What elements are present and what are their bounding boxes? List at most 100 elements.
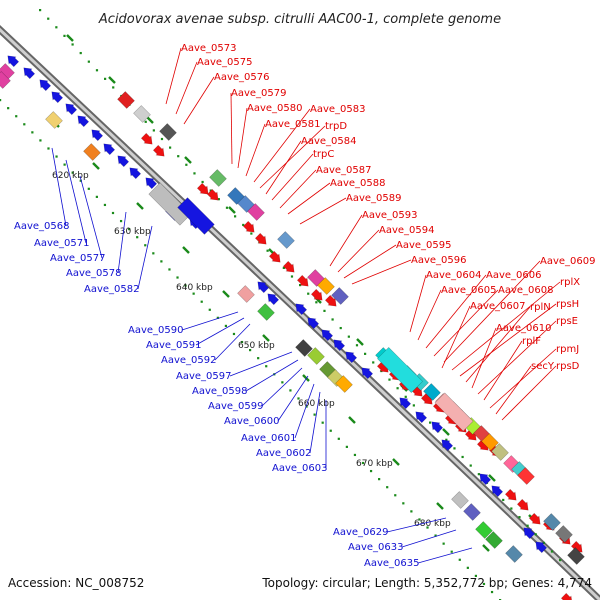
gene-label-rpsd[interactable]: rpsD [556,361,580,372]
reverse-gene-arrow [295,303,308,316]
reverse-gene-arrow [267,293,280,306]
inner-tick [208,308,211,311]
gene-label-aave-0609[interactable]: Aave_0609 [540,256,596,267]
gene-label-aave-0584[interactable]: Aave_0584 [301,136,357,147]
gene-label-aave-0603[interactable]: Aave_0603 [272,463,328,474]
gene-label-aave-0591[interactable]: Aave_0591 [146,340,202,351]
gene-label-rplx[interactable]: rplX [560,277,580,288]
forward-gene-arrow [282,260,295,273]
gene-label-aave-0582[interactable]: Aave_0582 [84,284,140,295]
major-tick [488,474,496,482]
gene-label-aave-0601[interactable]: Aave_0601 [241,433,297,444]
gene-label-aave-0598[interactable]: Aave_0598 [192,386,248,397]
major-tick [436,502,444,510]
gene-label-aave-0575[interactable]: Aave_0575 [197,57,253,68]
outer-tick [79,51,82,55]
gene-label-aave-0594[interactable]: Aave_0594 [379,225,435,236]
forward-gene-block [377,347,423,393]
major-tick [302,374,310,382]
gene-label-rpse[interactable]: rpsE [556,316,578,327]
outer-tick [242,223,245,227]
gene-label-aave-0592[interactable]: Aave_0592 [161,355,217,366]
gene-label-leader [337,229,380,273]
gene-label-leader [401,529,457,548]
gene-label-aave-0607[interactable]: Aave_0607 [470,301,526,312]
inner-tick [240,340,244,344]
gene-label-leader [181,311,239,331]
gene-label-aave-0608[interactable]: Aave_0608 [498,285,554,296]
gene-label-leader [451,281,561,371]
inner-tick [39,139,42,142]
inner-tick [361,461,365,465]
gene-label-aave-0600[interactable]: Aave_0600 [224,416,280,427]
outer-tick [217,198,220,201]
gene-label-aave-0588[interactable]: Aave_0588 [330,178,386,189]
gene-label-aave-0610[interactable]: Aave_0610 [496,323,552,334]
forward-gene-arrow [516,498,529,511]
gene-label-leader [386,517,447,533]
gene-label-aave-0635[interactable]: Aave_0635 [364,558,420,569]
gene-label-aave-0580[interactable]: Aave_0580 [247,103,303,114]
forward-gene-labels: Aave_0573Aave_0575Aave_0576Aave_0579Aave… [165,43,596,421]
gene-label-aave-0581[interactable]: Aave_0581 [265,119,321,130]
outer-tick [372,361,375,364]
outer-tick [71,43,74,46]
gene-label-aave-0593[interactable]: Aave_0593 [362,210,418,221]
gene-label-aave-0576[interactable]: Aave_0576 [214,72,270,83]
reverse-gene-labels: Aave_0568Aave_0571Aave_0577Aave_0578Aave… [14,147,473,569]
gene-label-aave-0571[interactable]: Aave_0571 [34,238,90,249]
gene-label-aave-0596[interactable]: Aave_0596 [411,255,467,266]
gene-label-aave-0568[interactable]: Aave_0568 [14,221,70,232]
gene-label-rpln[interactable]: rplN [530,302,551,313]
scale-label: 680 kbp [414,519,451,529]
scale-label: 650 kbp [238,341,275,351]
gene-label-secy[interactable]: secY [531,361,555,372]
gene-label-aave-0633[interactable]: Aave_0633 [348,542,404,553]
gene-label-aave-0599[interactable]: Aave_0599 [208,401,264,412]
gene-label-aave-0595[interactable]: Aave_0595 [396,240,452,251]
inner-tick [7,107,10,110]
gene-label-leader [441,305,471,369]
gene-label-aave-0590[interactable]: Aave_0590 [128,325,184,336]
gene-label-aave-0577[interactable]: Aave_0577 [50,253,106,264]
gene-label-aave-0605[interactable]: Aave_0605 [441,285,497,296]
gene-label-aave-0587[interactable]: Aave_0587 [316,165,372,176]
inner-tick [111,211,115,215]
gene-label-trpd[interactable]: trpD [325,121,347,132]
gene-label-aave-0606[interactable]: Aave_0606 [486,270,542,281]
gene-label-leader [245,359,299,392]
reverse-gene-arrow [307,317,320,330]
gene-label-aave-0578[interactable]: Aave_0578 [66,268,122,279]
gene-label-aave-0602[interactable]: Aave_0602 [256,448,312,459]
gene-label-leader [351,259,412,285]
reverse-gene-block [295,339,313,357]
gene-label-trpc[interactable]: trpC [313,149,334,160]
gene-label-aave-0604[interactable]: Aave_0604 [426,270,482,281]
outer-tick [47,17,50,20]
reverse-gene-arrow [117,155,130,168]
reverse-gene-block [505,545,523,563]
inner-tick [31,131,34,134]
forward-gene-block [491,443,509,461]
gene-label-leader [253,108,311,183]
gene-label-aave-0589[interactable]: Aave_0589 [346,193,402,204]
gene-label-rpsh[interactable]: rpsH [556,299,579,310]
reverse-gene-block [475,521,493,539]
gene-label-leader [261,367,303,407]
gene-label-leader [279,169,317,209]
forward-gene-arrow [560,592,573,600]
gene-label-aave-0583[interactable]: Aave_0583 [310,104,366,115]
reverse-gene-block [83,143,101,161]
gene-label-aave-0629[interactable]: Aave_0629 [333,527,389,538]
gene-label-rplf[interactable]: rplF [522,336,541,347]
gene-label-aave-0579[interactable]: Aave_0579 [231,88,287,99]
outer-tick [534,533,537,536]
reverse-gene-arrow [431,421,444,434]
major-tick [262,334,270,342]
reverse-gene-arrow [91,129,104,142]
gene-label-aave-0597[interactable]: Aave_0597 [176,371,232,382]
outer-tick [201,180,204,184]
gene-label-rpmj[interactable]: rpmJ [556,344,579,355]
major-tick [182,246,190,254]
gene-label-aave-0573[interactable]: Aave_0573 [181,43,237,54]
